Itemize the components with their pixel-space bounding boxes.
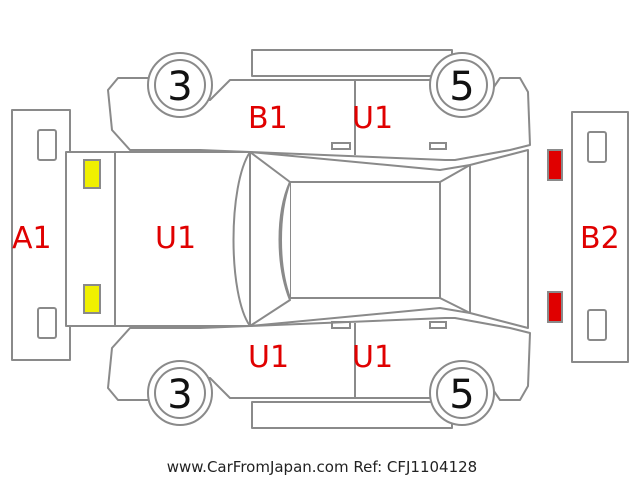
hood-code: U1 xyxy=(155,221,196,256)
side-panel-bottom xyxy=(107,317,531,429)
wheel-front-bottom: 3 xyxy=(147,360,213,426)
wheel-label: 3 xyxy=(167,64,192,110)
footer-reference: www.CarFromJapan.com Ref: CFJ1104128 xyxy=(167,458,477,476)
car-body-top-view xyxy=(65,149,529,329)
front-lamp-bottom xyxy=(83,284,101,314)
rear-lamp-bottom xyxy=(547,291,563,323)
front-door-top-code: B1 xyxy=(248,101,288,136)
front-bumper xyxy=(11,109,71,361)
rear-bumper-code: B2 xyxy=(580,221,620,256)
front-bumper-code: A1 xyxy=(12,221,52,256)
side-panel-top xyxy=(107,49,531,161)
wheel-rear-top: 5 xyxy=(429,52,495,118)
front-door-bottom-code: U1 xyxy=(248,340,289,375)
rear-door-bottom-code: U1 xyxy=(352,340,393,375)
rear-door-top-code: U1 xyxy=(352,101,393,136)
front-lamp-top xyxy=(83,159,101,189)
wheel-label: 5 xyxy=(449,372,474,418)
wheel-rear-bottom: 5 xyxy=(429,360,495,426)
wheel-label: 5 xyxy=(449,64,474,110)
wheel-front-top: 3 xyxy=(147,52,213,118)
wheel-label: 3 xyxy=(167,372,192,418)
rear-lamp-top xyxy=(547,149,563,181)
rear-bumper xyxy=(571,111,629,363)
